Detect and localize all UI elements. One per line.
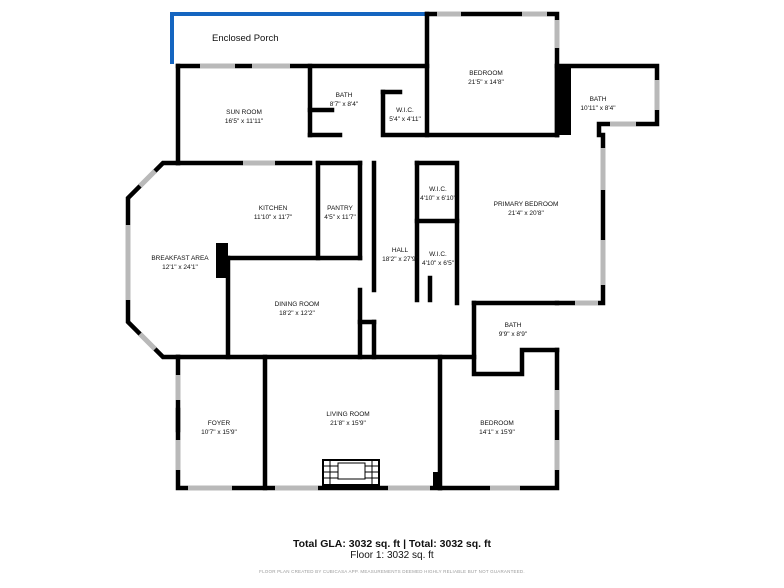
wic-upper-dim: 5'4" x 4'11" — [389, 116, 421, 123]
windows — [125, 11, 660, 491]
kitchen-dim: 11'10" x 11'7" — [254, 214, 293, 221]
living-room-dim: 21'8" x 15'9" — [330, 420, 366, 427]
floor-area: Floor 1: 3032 sq. ft — [350, 550, 434, 561]
room-labels: SUN ROOM 16'5" x 11'11" BATH 8'7" x 8'4"… — [151, 70, 616, 436]
pantry-dim: 4'5" x 11'7" — [324, 214, 356, 221]
primary-bedroom-dim: 21'4" x 20'8" — [508, 210, 544, 217]
wic-upper-name: W.I.C. — [396, 107, 414, 114]
total-area: Total GLA: 3032 sq. ft | Total: 3032 sq.… — [293, 538, 491, 550]
foyer-name: FOYER — [208, 420, 231, 427]
wic-1-name: W.I.C. — [429, 186, 447, 193]
porch-edge — [170, 12, 429, 64]
foyer-dim: 10'7" x 15'9" — [201, 429, 237, 436]
bath-lower-dim: 9'9" x 8'9" — [499, 331, 528, 338]
sun-room-name: SUN ROOM — [226, 109, 262, 116]
hall-name: HALL — [392, 247, 409, 254]
wic-2-dim: 4'10" x 6'5" — [422, 260, 455, 267]
breakfast-area-dim: 12'1" x 24'1" — [162, 264, 198, 271]
sun-room-dim: 16'5" x 11'11" — [225, 118, 264, 125]
wic-1-dim: 4'10" x 6'10" — [420, 195, 456, 202]
bedroom-top-dim: 21'5" x 14'8" — [468, 79, 504, 86]
living-room-name: LIVING ROOM — [326, 411, 369, 418]
dining-room-name: DINING ROOM — [275, 301, 320, 308]
bedroom-lower-name: BEDROOM — [480, 420, 514, 427]
bedroom-lower-dim: 14'1" x 15'9" — [479, 429, 515, 436]
hall-dim: 18'2" x 27'9" — [382, 256, 418, 263]
wic-2-name: W.I.C. — [429, 251, 447, 258]
fireplace — [322, 459, 380, 486]
bath-upper-mid-name: BATH — [336, 92, 353, 99]
breakfast-area-name: BREAKFAST AREA — [151, 255, 209, 262]
primary-bedroom-name: PRIMARY BEDROOM — [494, 201, 559, 208]
bath-upper-right-name: BATH — [590, 96, 607, 103]
bath-upper-right-dim: 10'11" x 8'4" — [580, 105, 616, 112]
pantry-name: PANTRY — [327, 205, 353, 212]
bath-lower-name: BATH — [505, 322, 522, 329]
dining-room-dim: 18'2" x 12'2" — [279, 310, 315, 317]
bedroom-top-name: BEDROOM — [469, 70, 503, 77]
wall-posts — [216, 66, 571, 488]
disclaimer: FLOOR PLAN CREATED BY CUBICASA APP. MEAS… — [259, 569, 525, 574]
bath-upper-mid-dim: 8'7" x 8'4" — [330, 101, 359, 108]
porch-label: Enclosed Porch — [212, 33, 279, 44]
kitchen-name: KITCHEN — [259, 205, 288, 212]
